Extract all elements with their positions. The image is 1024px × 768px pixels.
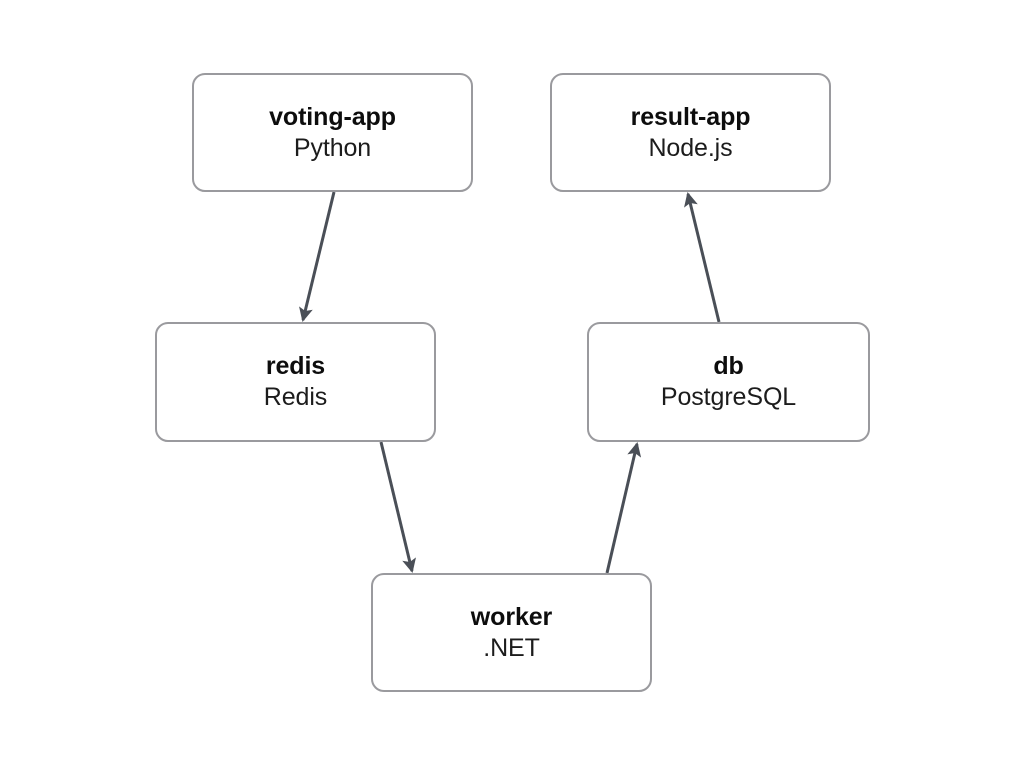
node-title: redis [265,352,326,380]
node-subtitle: Python [293,133,372,162]
edge-worker-to-db [605,441,642,574]
node-title: voting-app [269,102,396,131]
node-title: db [713,352,744,380]
node-title: worker [470,602,553,631]
edges-group [299,191,721,574]
node-subtitle: PostgreSQL [660,383,797,411]
node-subtitle: Node.js [648,133,733,162]
edge-redis-to-worker [379,441,416,574]
node-worker[interactable]: worker .NET [371,573,652,692]
node-result-app[interactable]: result-app Node.js [550,73,831,192]
node-subtitle: Redis [263,383,328,411]
node-subtitle: .NET [483,633,540,662]
node-redis[interactable]: redis Redis [155,322,436,442]
node-title: result-app [630,102,751,131]
node-db[interactable]: db PostgreSQL [587,322,870,442]
edge-db-to-result-app [684,191,721,323]
node-voting-app[interactable]: voting-app Python [192,73,473,192]
edge-voting-app-to-redis [299,191,336,323]
